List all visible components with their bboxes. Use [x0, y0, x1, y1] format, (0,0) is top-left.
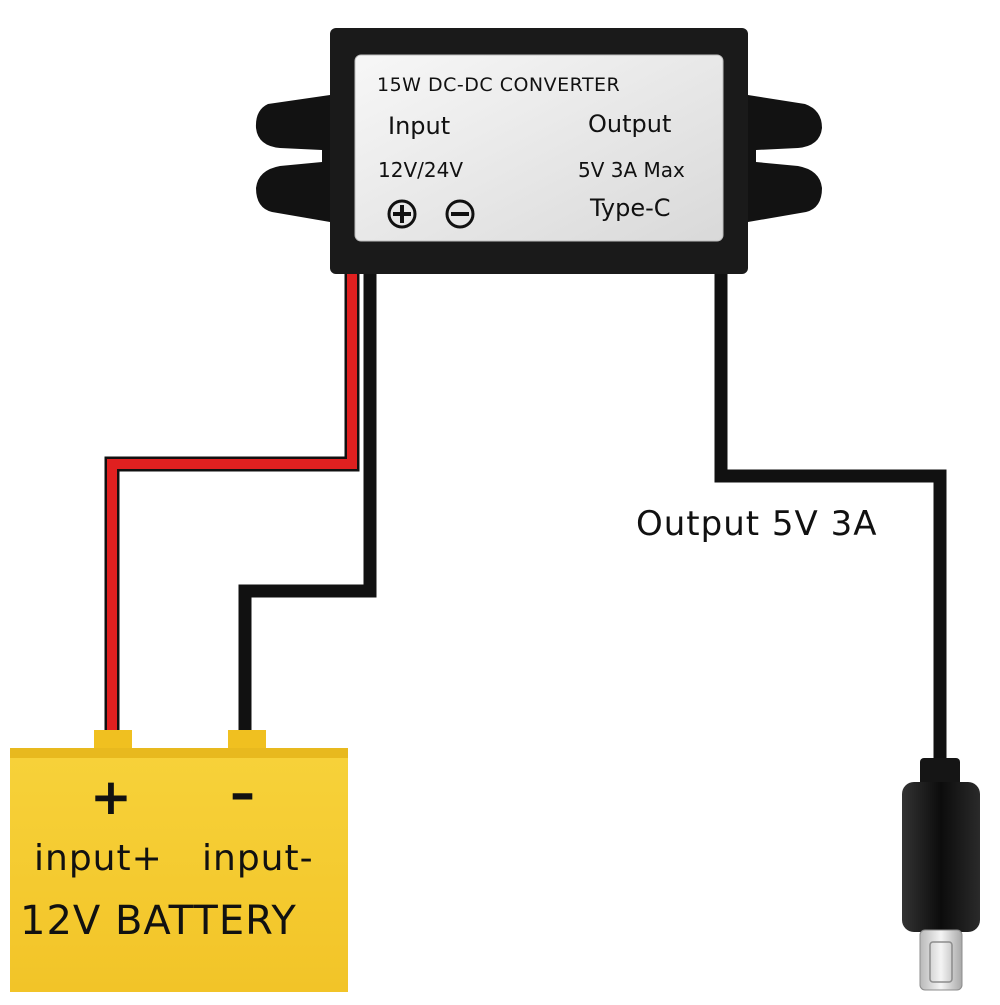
output-cable-label: Output 5V 3A [636, 504, 878, 544]
plug-metal-shell [919, 929, 963, 991]
battery-body [10, 748, 348, 992]
negative-wire [238, 274, 377, 736]
plug-inner-tongue [929, 941, 953, 983]
left-mounting-ear [255, 95, 330, 222]
minus-circle-icon [445, 199, 475, 229]
battery-terminal-positive [94, 730, 132, 752]
positive-wire-core [107, 274, 357, 736]
converter-output-type: Type-C [590, 194, 671, 222]
battery-terminal-plus-label: input+ [34, 838, 163, 879]
converter-input-voltage: 12V/24V [378, 158, 463, 182]
battery-minus-symbol: – [230, 764, 255, 822]
converter-label-panel [354, 54, 724, 242]
battery-name: 12V BATTERY [20, 898, 297, 944]
output-cable [714, 274, 947, 770]
converter-input-label: Input [388, 112, 451, 140]
plug-strain-relief [920, 758, 960, 788]
converter-title: 15W DC-DC CONVERTER [377, 74, 621, 96]
converter-output-rating: 5V 3A Max [578, 158, 685, 182]
battery-terminal-negative [228, 730, 266, 752]
converter-output-label: Output [588, 110, 672, 138]
plus-circle-icon [387, 199, 417, 229]
battery-terminal-minus-label: input- [202, 838, 314, 879]
positive-wire [104, 274, 360, 736]
usb-c-plug-icon [902, 782, 980, 932]
right-mounting-ear [748, 95, 822, 222]
battery-plus-symbol: + [90, 768, 132, 826]
battery-top-edge [10, 748, 348, 758]
